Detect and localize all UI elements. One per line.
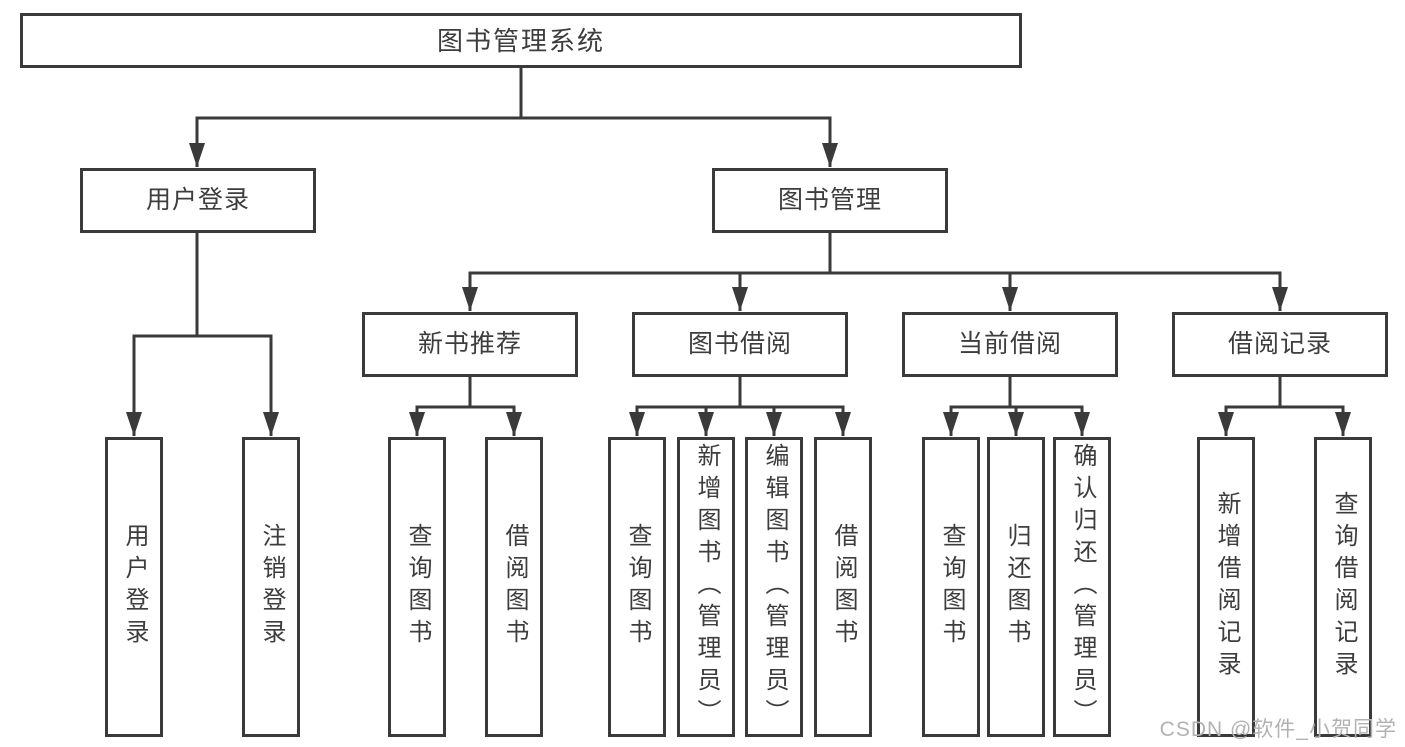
node-book-borrow: 图书借阅 [632, 312, 848, 377]
node-leaf-query-book: 查询图书 [608, 437, 666, 737]
node-user-login: 用户登录 [80, 168, 316, 233]
node-leaf-confirm-return-admin: 确认归还（管理员） [1053, 437, 1111, 737]
node-leaf-edit-book-admin: 编辑图书（管理员） [745, 437, 803, 737]
node-leaf-query-book: 查询图书 [388, 437, 446, 737]
node-leaf-add-book-admin: 新增图书（管理员） [677, 437, 735, 737]
node-leaf-add-borrow-record: 新增借阅记录 [1197, 437, 1255, 737]
node-leaf-user-login: 用户登录 [105, 437, 163, 737]
node-book-management: 图书管理 [712, 168, 948, 233]
node-leaf-borrow-book: 借阅图书 [485, 437, 543, 737]
node-root-system: 图书管理系统 [20, 13, 1022, 68]
node-leaf-borrow-book: 借阅图书 [814, 437, 872, 737]
node-leaf-query-borrow-record: 查询借阅记录 [1314, 437, 1372, 737]
node-borrow-record: 借阅记录 [1172, 312, 1388, 377]
node-new-book-recommend: 新书推荐 [362, 312, 578, 377]
node-current-borrow: 当前借阅 [902, 312, 1118, 377]
node-leaf-query-book: 查询图书 [922, 437, 980, 737]
node-leaf-return-book: 归还图书 [987, 437, 1045, 737]
node-leaf-logout: 注销登录 [242, 437, 300, 737]
